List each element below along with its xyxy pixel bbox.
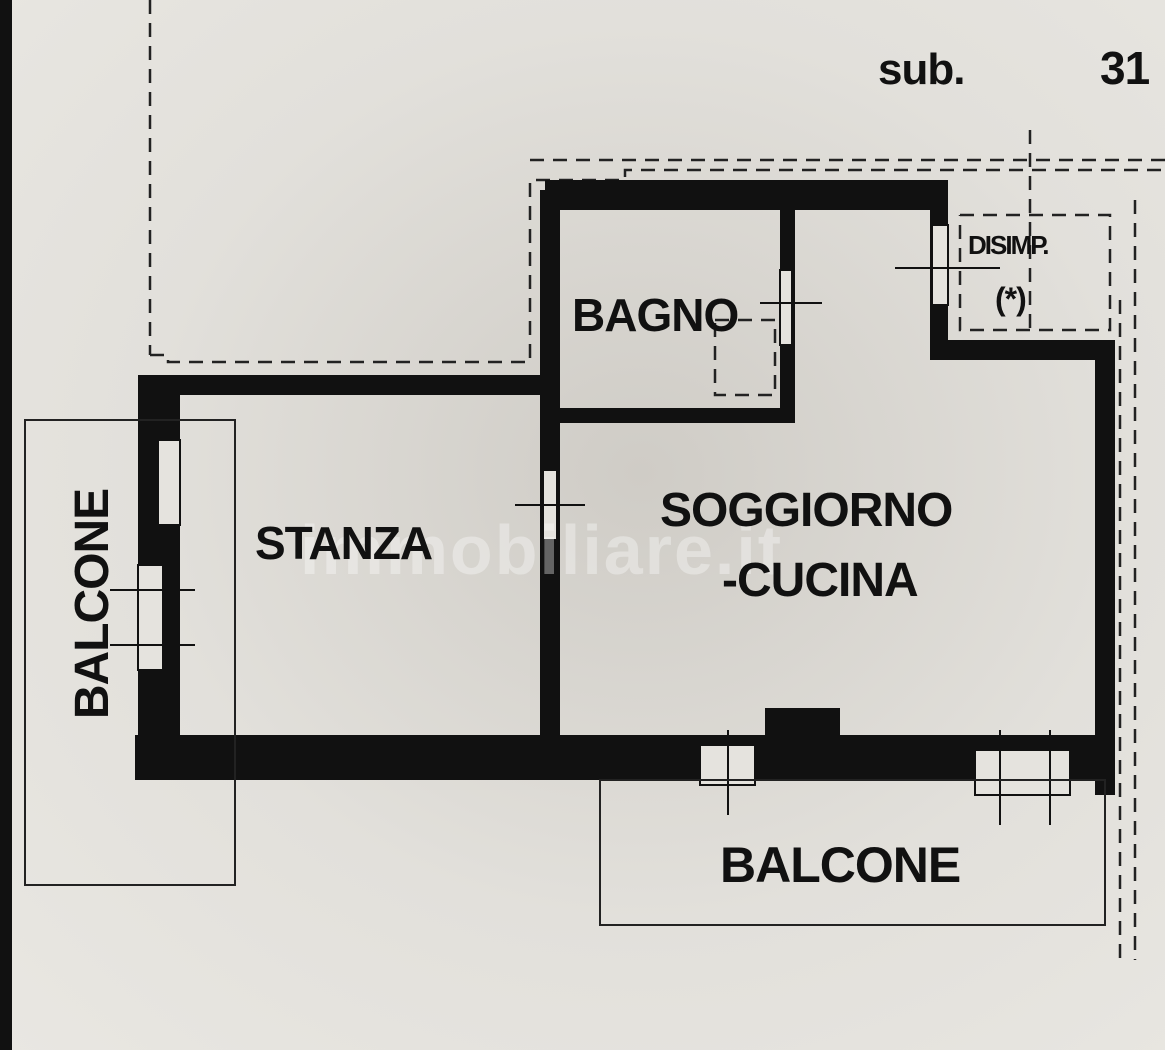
walls (135, 180, 1115, 795)
room-label-balcone-left: BALCONE (66, 488, 119, 720)
room-label-bagno: BAGNO (572, 289, 739, 341)
room-label-disimp-note: (*) (995, 281, 1027, 317)
room-label-cucina: -CUCINA (722, 554, 919, 607)
balcone-left-outline (24, 419, 236, 886)
room-label-stanza: STANZA (255, 517, 433, 569)
door-markers (110, 267, 1051, 825)
room-label-disimp: DISIMP. (968, 230, 1049, 260)
watermark-logo: immobiliare.it (300, 511, 784, 589)
balcone-bottom-outline (599, 779, 1106, 926)
balconies (24, 419, 1106, 926)
sub-number: 31 (1100, 42, 1150, 94)
boundary-dashed-lines (148, 0, 1165, 960)
openings (137, 224, 1071, 796)
sub-label: sub. (878, 45, 965, 94)
room-label-balcone-bottom: BALCONE (720, 837, 961, 893)
left-edge (0, 0, 12, 1050)
room-label-soggiorno: SOGGIORNO (660, 484, 953, 537)
